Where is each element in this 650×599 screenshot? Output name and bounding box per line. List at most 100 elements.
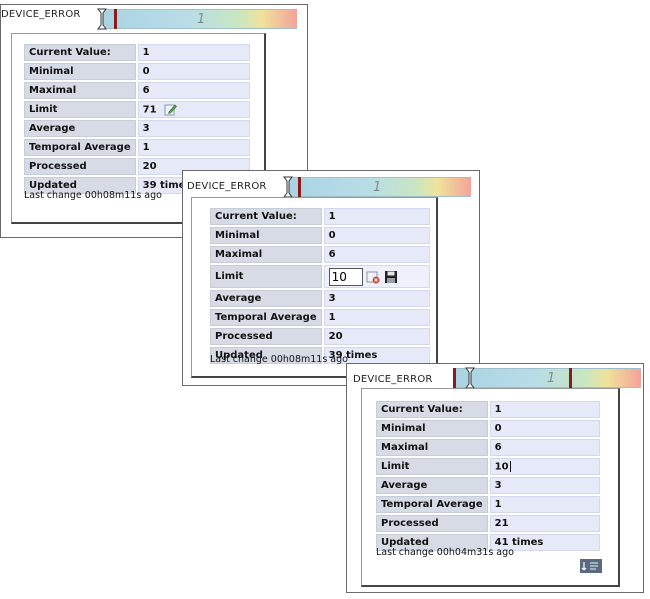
stat-label: Limit — [24, 101, 136, 118]
stat-label: Maximal — [210, 246, 322, 263]
stat-label: Temporal Average — [24, 139, 136, 156]
table-row: Current Value:1 — [376, 401, 600, 418]
stat-value: 41 times — [489, 534, 600, 551]
stat-label: Maximal — [376, 439, 488, 456]
gauge-value: 1 — [373, 180, 382, 195]
stat-label: Current Value: — [24, 44, 136, 61]
gauge-bar: 1 — [453, 367, 641, 389]
stat-label: Temporal Average — [376, 496, 488, 513]
stat-value: 1 — [323, 208, 430, 225]
last-change-text: Last change 00h04m31s ago — [376, 547, 514, 558]
stat-value: 1 — [489, 496, 600, 513]
stat-value: 1 — [323, 309, 430, 326]
save-icon[interactable] — [384, 270, 398, 284]
stat-value: 6 — [489, 439, 600, 456]
table-row: Limit — [210, 265, 430, 288]
text-cursor — [509, 460, 511, 472]
stat-label: Updated — [24, 177, 136, 194]
gauge-needle-icon[interactable] — [465, 367, 475, 389]
stat-label: Average — [376, 477, 488, 494]
limit-value[interactable]: 10 — [494, 461, 509, 473]
stat-label: Current Value: — [376, 401, 488, 418]
limit-cell[interactable]: 10 — [489, 458, 600, 475]
stat-label: Average — [24, 120, 136, 137]
table-row: Current Value:1 — [24, 44, 250, 61]
stat-value: 0 — [137, 63, 250, 80]
stat-label: Updated — [376, 534, 488, 551]
stat-value: 0 — [323, 227, 430, 244]
cancel-icon[interactable] — [366, 270, 380, 284]
gauge-bar: 1 — [283, 176, 471, 198]
window-title: DEVICE_ERROR — [187, 181, 267, 192]
stat-value: 6 — [323, 246, 430, 263]
stat-value: 21 — [489, 515, 600, 532]
gauge-redline — [114, 9, 117, 29]
gauge-needle-icon[interactable] — [283, 176, 293, 198]
table-row: Limit 71 — [24, 101, 250, 118]
limit-cell — [323, 265, 430, 288]
stat-value: 3 — [489, 477, 600, 494]
gauge-value: 1 — [547, 371, 556, 386]
stat-label: Updated — [210, 347, 322, 364]
stat-label: Processed — [376, 515, 488, 532]
stat-label: Maximal — [24, 82, 136, 99]
stat-label: Processed — [24, 158, 136, 175]
gauge-redline — [569, 368, 572, 388]
limit-input[interactable] — [328, 267, 363, 286]
last-change-text: Last change 00h08m11s ago — [24, 190, 162, 201]
edit-pencil-icon[interactable] — [164, 103, 177, 116]
stat-label: Minimal — [24, 63, 136, 80]
stat-label: Temporal Average — [210, 309, 322, 326]
stat-value: 6 — [137, 82, 250, 99]
gauge-needle-icon[interactable] — [97, 8, 107, 30]
stat-value: 3 — [323, 290, 430, 307]
stat-label: Limit — [210, 265, 322, 288]
limit-value: 71 — [142, 104, 157, 116]
window-title: DEVICE_ERROR — [1, 9, 81, 20]
limit-cell: 71 — [137, 101, 250, 118]
stat-value: 20 — [323, 328, 430, 345]
window-title: DEVICE_ERROR — [353, 374, 433, 385]
stat-value: 1 — [137, 139, 250, 156]
stat-value: 1 — [137, 44, 250, 61]
stat-label: Current Value: — [210, 208, 322, 225]
stat-label: Average — [210, 290, 322, 307]
stat-label: Limit — [376, 458, 488, 475]
stat-label: Minimal — [376, 420, 488, 437]
stat-label: Processed — [210, 328, 322, 345]
last-change-text: Last change 00h08m11s ago — [210, 354, 348, 365]
resize-icon[interactable] — [580, 559, 602, 573]
table-row: Current Value:1 — [210, 208, 430, 225]
stat-value: 0 — [489, 420, 600, 437]
stat-value: 1 — [489, 401, 600, 418]
gauge-redline — [298, 177, 301, 197]
stat-value: 3 — [137, 120, 250, 137]
gauge-redline — [453, 368, 456, 388]
table-row: Limit 10 — [376, 458, 600, 475]
